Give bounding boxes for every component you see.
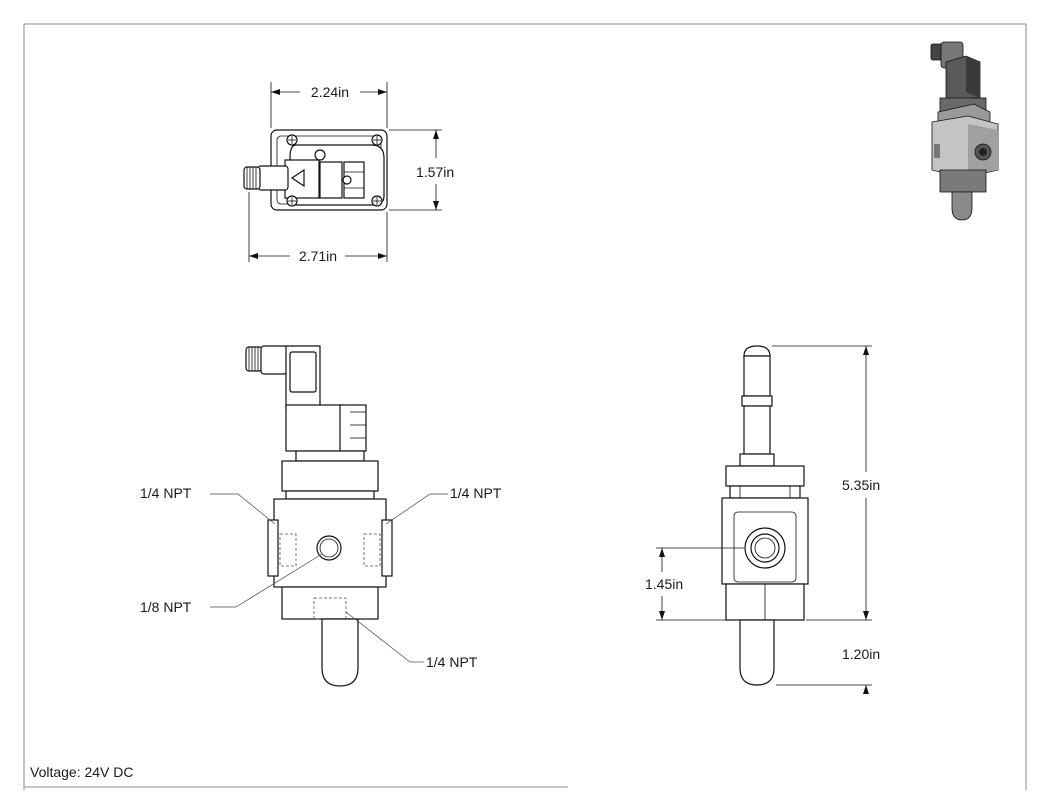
callout-right-port: 1/4 NPT [450, 485, 502, 501]
voltage-note: Voltage: 24V DC [30, 764, 134, 780]
callout-bottom-port: 1/4 NPT [426, 654, 478, 670]
side-view-dimensions [656, 345, 872, 694]
dim-side-height: 5.35in [842, 477, 880, 493]
dim-port-height: 1.45in [645, 576, 683, 592]
corner-screws [286, 134, 383, 207]
front-view [245, 345, 393, 687]
dim-top-overall: 2.71in [299, 248, 337, 264]
top-view [243, 129, 388, 211]
dim-bottom-ext: 1.20in [842, 646, 880, 662]
dim-top-height: 1.57in [416, 164, 454, 180]
top-view-dimensions [248, 82, 442, 262]
sheet-border [23, 23, 1027, 790]
front-view-leaders [210, 493, 448, 663]
side-view [721, 345, 809, 686]
callout-left-port: 1/4 NPT [140, 485, 192, 501]
dim-top-width: 2.24in [311, 84, 349, 100]
callout-gauge-port: 1/8 NPT [140, 599, 192, 615]
isometric-view [930, 41, 999, 221]
